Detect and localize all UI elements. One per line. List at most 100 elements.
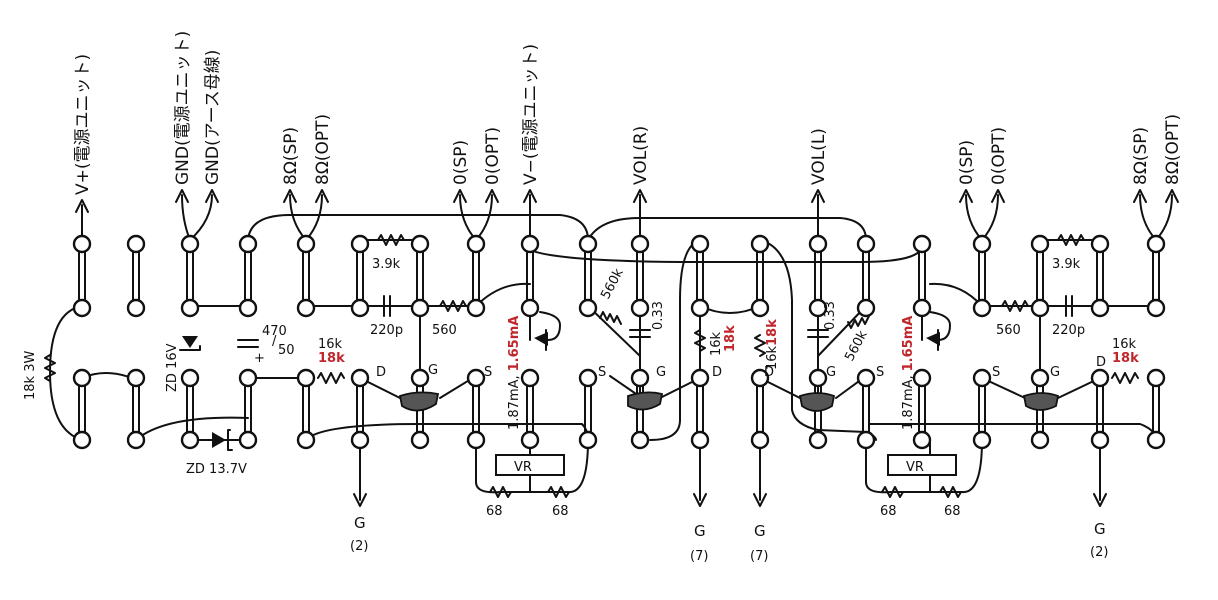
strip-17-0 [1036, 243, 1044, 309]
fet-3-icon [798, 392, 836, 412]
terminal-node-14-0 [856, 234, 876, 254]
label-220p-b: 220p [1052, 323, 1085, 338]
resistor-18k-3w [44, 354, 56, 382]
terminal-node-18-2 [1090, 368, 1110, 388]
resistor-68-b2 [939, 486, 962, 498]
terminal-node-5-2 [350, 368, 370, 388]
label-560-a: 560 [432, 323, 457, 338]
terminal-node-4-3 [296, 430, 316, 450]
label-vol-r: VOL(R) [631, 126, 651, 185]
label-sp0-left: 0(SP) [451, 140, 471, 185]
strip-5-1 [356, 377, 364, 441]
resistor-16k-d [1111, 372, 1139, 384]
capacitor-220p-b [1065, 295, 1073, 317]
strip-15-1 [918, 377, 926, 441]
label-c470-v: 50 [278, 343, 295, 358]
resistor-16k-c [754, 334, 766, 357]
ground-g1-num: (2) [350, 539, 368, 554]
strip-10-0 [636, 243, 644, 309]
terminal-node-13-2 [808, 368, 828, 388]
terminal-node-9-2 [578, 368, 598, 388]
terminal-node-10-0 [630, 234, 650, 254]
terminal-node-5-3 [350, 430, 370, 450]
capacitors [237, 295, 1073, 348]
label-zd13-7v: ZD 13.7V [186, 462, 247, 477]
strip-16-1 [978, 377, 986, 441]
strip-4-0 [302, 243, 310, 309]
label-sp0-right: 0(SP) [957, 140, 977, 185]
label-current-a: 1.87mA,1.65mA [507, 316, 522, 430]
terminal-node-3-2 [238, 368, 258, 388]
strip-2-0 [186, 243, 194, 309]
terminal-node-10-1 [630, 298, 650, 318]
terminal-node-3-3 [238, 430, 258, 450]
strip-1-0 [132, 243, 140, 309]
terminal-node-19-0 [1146, 234, 1166, 254]
ground-g4: G [1094, 520, 1106, 538]
terminal-node-8-1 [520, 298, 540, 318]
ground-g1: G [354, 514, 366, 532]
resistor-16k-a [317, 372, 345, 384]
terminal-node-18-3 [1090, 430, 1110, 450]
vr-box-a [495, 454, 565, 476]
label-560k-b: 560k [842, 328, 871, 364]
terminal-node-1-1 [126, 298, 146, 318]
strip-18-0 [1096, 243, 1104, 309]
terminal-node-17-0 [1030, 234, 1050, 254]
label-current-b: 1.87mA,1.65mA [901, 316, 916, 430]
label-18k-c: 18k [765, 319, 780, 346]
terminal-node-14-1 [856, 298, 876, 318]
terminal-node-13-0 [808, 234, 828, 254]
strip-7-0 [472, 243, 480, 309]
terminal-node-7-2 [466, 368, 486, 388]
ground-g2-num: (7) [690, 549, 708, 564]
terminal-node-11-2 [690, 368, 710, 388]
strip-14-0 [862, 243, 870, 309]
resistor-560k-b [847, 315, 870, 329]
pin-s3: S [876, 365, 884, 380]
vr-box-b [887, 454, 957, 476]
terminal-node-6-2 [410, 368, 430, 388]
terminal-node-7-3 [466, 430, 486, 450]
terminal-node-9-0 [578, 234, 598, 254]
label-vr-b: VR [906, 460, 924, 475]
terminal-node-4-0 [296, 234, 316, 254]
pin-labels: D G S S G D D G S S G D [376, 355, 1106, 380]
ground-g2: G [694, 522, 706, 540]
label-sp8-right: 8Ω(SP) [1131, 127, 1151, 185]
terminal-node-10-2 [630, 368, 650, 388]
pin-d4: D [1096, 355, 1106, 370]
label-c470-slash: / [272, 334, 277, 349]
top-labels: V+(電源ユニット) GND(電源ユニット) GND(アース母線) 8Ω(SP)… [73, 31, 1183, 195]
terminal-node-0-0 [72, 234, 92, 254]
capacitor-470-50 [237, 339, 259, 348]
zener-13-7v-icon [212, 429, 233, 451]
terminal-node-16-0 [972, 234, 992, 254]
label-18k-b: 18k [723, 325, 738, 352]
terminal-node-15-3 [912, 430, 932, 450]
capacitor-220p-a [383, 295, 391, 317]
label-3-9k-a: 3.9k [372, 257, 401, 272]
terminal-node-14-3 [856, 430, 876, 450]
resistor-560k-a [599, 311, 622, 325]
pin-d2: D [712, 365, 722, 380]
terminal-node-16-2 [972, 368, 992, 388]
label-vminus: V−(電源ユニット) [521, 44, 541, 185]
terminal-node-17-3 [1030, 430, 1050, 450]
label-vplus: V+(電源ユニット) [73, 54, 93, 195]
diode-a-icon [534, 329, 548, 351]
ground-g3-num: (7) [750, 549, 768, 564]
label-gnd2: GND(アース母線) [203, 50, 223, 185]
label-opt8-right: 8Ω(OPT) [1163, 114, 1183, 185]
diode-b-icon [926, 329, 940, 351]
strip-18-1 [1096, 377, 1104, 441]
strip-2-1 [186, 377, 194, 441]
terminal-node-17-1 [1030, 298, 1050, 318]
label-18k-d: 18k [1112, 351, 1139, 366]
terminal-node-6-3 [410, 430, 430, 450]
label-68-b1: 68 [880, 504, 897, 519]
pin-g4: G [1050, 365, 1060, 380]
terminal-node-1-3 [126, 430, 146, 450]
strip-19-1 [1152, 377, 1160, 441]
terminal-node-7-0 [466, 234, 486, 254]
